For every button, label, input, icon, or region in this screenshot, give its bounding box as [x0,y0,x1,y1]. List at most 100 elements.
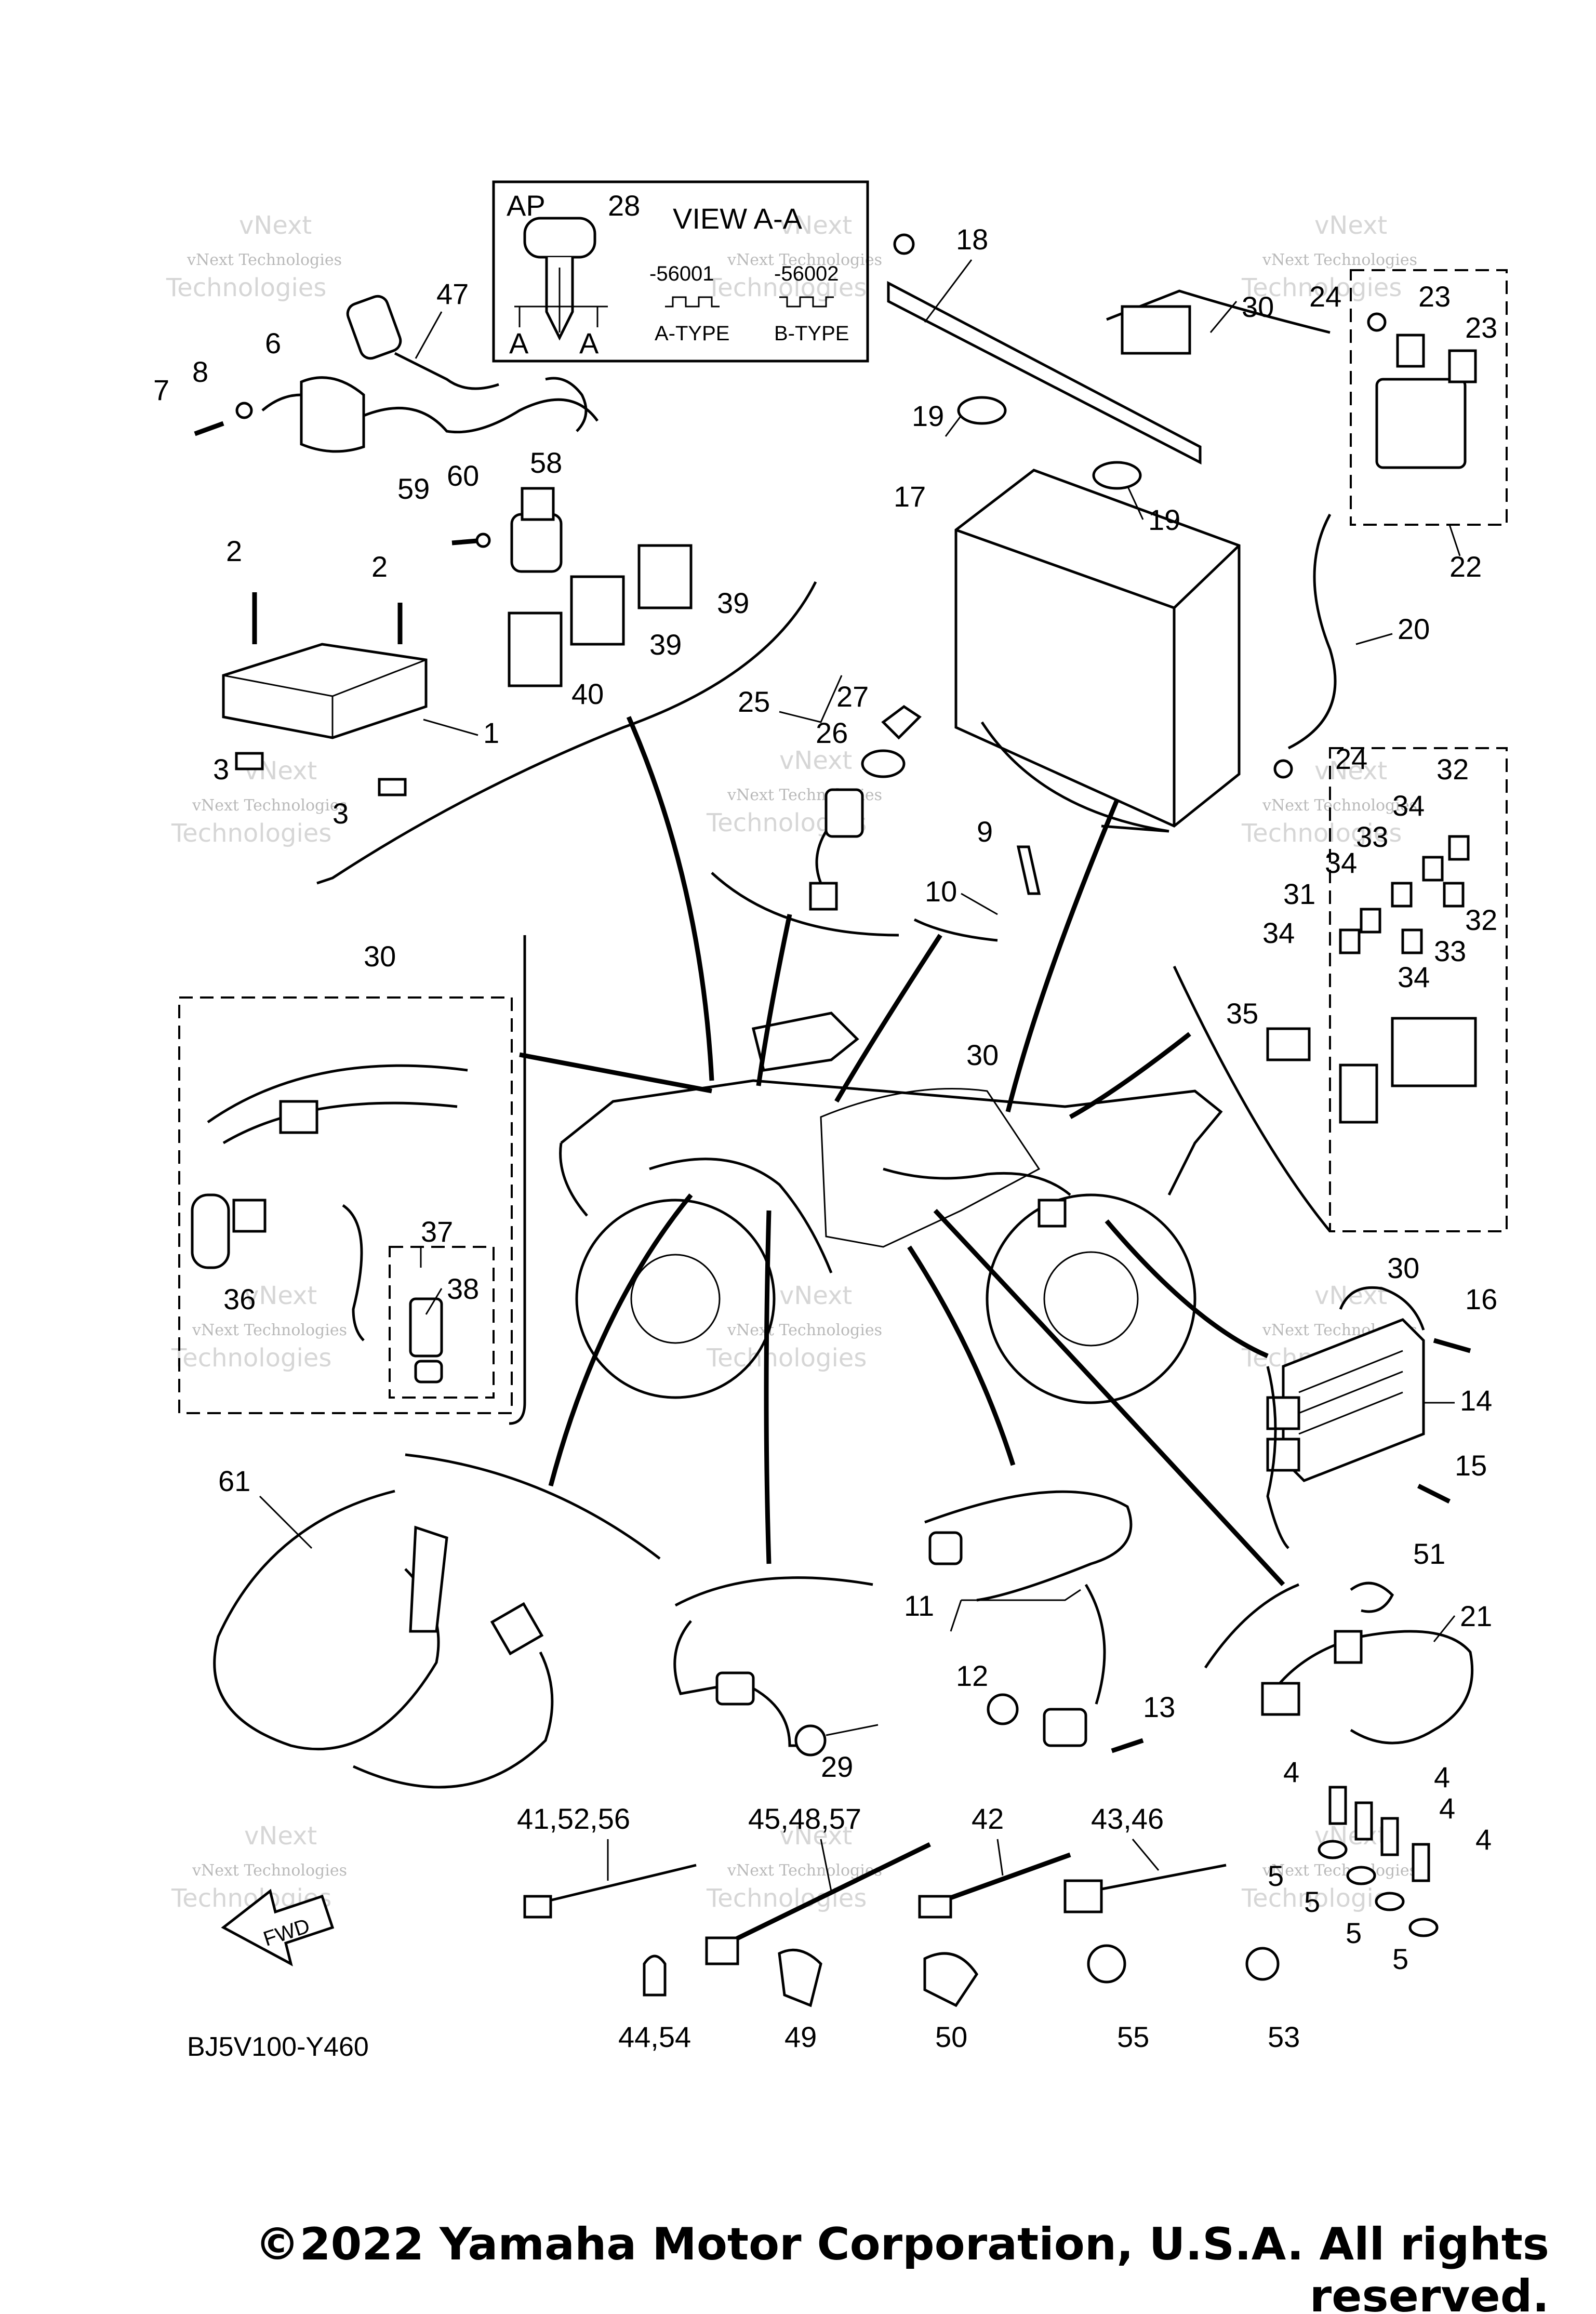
svg-text:Technologies: Technologies [171,819,331,848]
svg-text:vNext: vNext [779,1821,852,1851]
callout-19: 19 [1148,503,1180,536]
fuse-box-icon [1391,1017,1477,1087]
sensor-9-icon [1016,845,1041,895]
cable-tie-42-icon [939,1852,1071,1904]
fuse-icon [1360,908,1381,934]
key-27-icon [881,704,922,740]
nut-24a-icon [1367,312,1387,332]
svg-text:vNext: vNext [779,1281,852,1310]
svg-text:vNext: vNext [244,1821,317,1851]
callout-60: 60 [447,459,479,492]
battery-cable-30 [1106,289,1331,334]
callout-53: 53 [1268,2020,1300,2053]
callout-55: 55 [1117,2020,1149,2053]
damper-19b-icon [1092,461,1142,490]
key-icon [514,217,608,341]
callout-4: 4 [1283,1756,1299,1788]
fuses-31-34 [1339,835,1470,954]
regulator-group [1266,1286,1471,1549]
relay-58-icon [510,513,563,573]
negative-cable-20 [1287,513,1337,750]
group-bracket-sensor [913,918,998,942]
callout-22: 22 [1449,550,1482,583]
cable-tie-43-icon [1090,1864,1227,1893]
group-bracket-left-detail [509,935,526,1425]
ecu-1-icon [222,643,428,739]
switch-4-icon [1328,1786,1347,1825]
svg-text:vNext: vNext [1314,756,1387,786]
callout-34: 34 [1262,916,1295,949]
battery-group [887,233,1508,833]
callout-23: 23 [1465,311,1497,344]
key-box-frame [492,180,869,363]
sub-harness-61-icon [213,1490,440,1751]
callout-61: 61 [218,1465,250,1497]
washer-8-icon [235,402,253,419]
callout-24: 24 [1335,742,1367,775]
code-56001: -56001 [649,262,714,285]
svg-text:Technologies: Technologies [1241,1884,1402,1913]
lead-21-icon [1266,1630,1474,1745]
callout-30: 30 [1242,290,1274,323]
view-a-a-label: VIEW A-A [673,202,803,235]
washer-5-icon [1318,1840,1348,1859]
callout-27: 27 [836,680,869,713]
callout-34: 34 [1325,846,1357,879]
section-a-right: A [579,327,599,360]
callout-12: 12 [956,1659,988,1692]
callout-15: 15 [1455,1449,1487,1482]
main-switch-25-icon [824,788,864,838]
relay-40-icon [508,611,563,687]
callout-40: 40 [571,677,604,710]
clamp-51-icon [1350,1581,1394,1613]
callout-7: 7 [153,374,169,406]
switch-4-icon [1354,1801,1373,1841]
svg-text:vNext Technologies: vNext Technologies [727,1321,882,1339]
watermark: vNext vNext Technologies Technologies [706,211,882,302]
callout-16: 16 [1465,1283,1497,1315]
callout-44-54: 44,54 [618,2020,691,2053]
starter-relay-box-22 [1350,269,1508,526]
bolt-7-icon [194,421,224,436]
svg-text:vNext Technologies: vNext Technologies [192,1861,347,1880]
callout-23: 23 [1418,280,1451,313]
ap-label: AP [507,189,546,222]
callout-10: 10 [925,875,957,908]
washer-5-icon [1346,1866,1376,1885]
section-a-left: A [509,327,529,360]
nut-3a-icon [235,752,264,770]
callout-49: 49 [784,2020,817,2053]
callout-30: 30 [1387,1252,1419,1284]
code-56002: -56002 [774,262,839,285]
clamp-49-icon [778,1948,822,2007]
svg-text:vNext: vNext [244,1281,317,1310]
cable-tie-41-icon [545,1864,697,1903]
bottom-row: FWD [213,1453,1474,2007]
watermark: vNext vNext Technologies Technologies [171,756,347,848]
connector-icon [279,1100,318,1134]
a-type-key-profile-icon [665,296,720,308]
battery-band-18-icon [887,281,1202,465]
battery-17-icon [954,469,1241,828]
callout-58: 58 [530,446,562,479]
fuse-icon [1422,856,1444,882]
callout-28: 28 [608,189,640,222]
callout-30: 30 [364,940,396,973]
upper-left-group [194,295,817,885]
callout-35: 35 [1226,997,1258,1030]
relay-39b-icon [570,575,625,646]
svg-text:Technologies: Technologies [706,1344,867,1373]
callout-33: 33 [1356,820,1388,853]
callout-5: 5 [1346,1917,1362,1949]
callout-47: 47 [436,277,469,310]
left-detail-group [178,935,526,1425]
svg-text:vNext Technologies: vNext Technologies [1262,251,1417,269]
o-ring-12-icon [987,1693,1019,1725]
callout-41-52-56: 41,52,56 [517,1802,630,1835]
bolt-13-icon [1111,1738,1144,1753]
b-type-key-profile-icon [779,296,834,308]
watermark: vNext vNext Technologies Technologies [706,1821,882,1913]
sensor-29-icon [794,1724,827,1757]
group-bracket-upper-left [316,581,817,885]
